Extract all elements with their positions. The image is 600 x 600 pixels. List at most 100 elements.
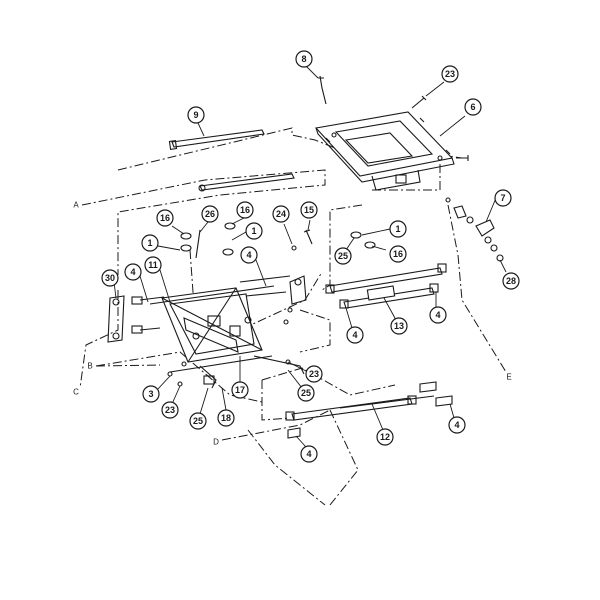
ref-letter-d: D [213, 438, 219, 447]
callout-15: 15 [300, 201, 318, 219]
svg-text:16: 16 [393, 249, 403, 259]
link-part-26 [195, 229, 201, 259]
fitting-part-7 [445, 197, 504, 262]
svg-text:4: 4 [130, 267, 135, 277]
lever-right [289, 275, 307, 305]
lever-part-30 [107, 295, 125, 343]
ref-letter-a: A [73, 201, 79, 210]
callout-16-left: 16 [156, 209, 174, 227]
callout-6: 6 [464, 98, 482, 116]
pin-part-24 [291, 245, 297, 251]
callout-25-lower: 25 [189, 412, 207, 430]
callout-30: 30 [101, 269, 119, 287]
callout-23-lower: 23 [161, 401, 179, 419]
ref-letter-c: C [73, 388, 79, 397]
pin-part-15 [303, 229, 313, 245]
svg-text:4: 4 [454, 420, 459, 430]
svg-text:15: 15 [304, 205, 314, 215]
callout-1-mid: 1 [245, 222, 263, 240]
phantom-line-a [81, 169, 326, 275]
svg-text:30: 30 [105, 273, 115, 283]
svg-text:25: 25 [301, 388, 311, 398]
svg-text:4: 4 [306, 449, 311, 459]
svg-text:16: 16 [160, 213, 170, 223]
callout-4-far-right: 4 [429, 306, 447, 324]
callout-26: 26 [201, 205, 219, 223]
svg-text:4: 4 [352, 330, 357, 340]
callout-4-lower-right: 4 [448, 416, 466, 434]
scissor-assembly [131, 275, 305, 389]
svg-text:16: 16 [240, 205, 250, 215]
callout-1-right: 1 [389, 220, 407, 238]
ref-letter-e: E [506, 373, 511, 382]
callout-4-upper-left: 4 [124, 263, 142, 281]
callout-4-lower-mid: 4 [300, 445, 318, 463]
phantom-line-e [447, 204, 507, 373]
svg-text:23: 23 [309, 369, 319, 379]
svg-text:23: 23 [165, 405, 175, 415]
svg-text:23: 23 [445, 69, 455, 79]
svg-text:17: 17 [235, 385, 245, 395]
phantom-line-left-stack [79, 290, 119, 389]
callout-24: 24 [272, 205, 290, 223]
svg-text:24: 24 [276, 209, 286, 219]
callout-16-right: 16 [389, 245, 407, 263]
svg-text:9: 9 [193, 110, 198, 120]
svg-text:25: 25 [338, 251, 348, 261]
svg-text:7: 7 [500, 193, 505, 203]
rod-part-13 [339, 283, 439, 309]
svg-text:13: 13 [394, 321, 404, 331]
bolt-part-8 [318, 75, 327, 105]
svg-text:1: 1 [395, 224, 400, 234]
svg-text:4: 4 [435, 310, 440, 320]
svg-text:18: 18 [221, 413, 231, 423]
svg-text:6: 6 [470, 102, 475, 112]
svg-text:12: 12 [380, 432, 390, 442]
callout-3: 3 [142, 385, 160, 403]
phantom-line-b [95, 351, 263, 403]
shaft-part-9 [168, 129, 265, 150]
ref-letter-b: B [87, 362, 92, 371]
mounting-plate-part-6 [314, 111, 455, 191]
rod-part-12 [285, 381, 453, 439]
callout-4-upper-mid: 4 [240, 246, 258, 264]
callout-16-mid: 16 [236, 201, 254, 219]
svg-text:28: 28 [506, 276, 516, 286]
plate-fastener [456, 155, 469, 161]
washers-part-16 [180, 222, 376, 256]
callout-leaders [113, 65, 507, 448]
rod-upper-right [325, 263, 447, 294]
callout-23-top: 23 [441, 65, 459, 83]
reference-letters: A B C D E [73, 201, 512, 447]
callout-8: 8 [295, 50, 313, 68]
callout-18: 18 [217, 409, 235, 427]
svg-text:8: 8 [301, 54, 306, 64]
callout-7: 7 [494, 189, 512, 207]
bolt-part-23-top [411, 95, 427, 109]
parts [107, 75, 504, 439]
svg-text:26: 26 [205, 209, 215, 219]
callout-25-right: 25 [334, 247, 352, 265]
phantom-line-lower-link [261, 367, 396, 421]
callouts: 8 23 9 6 7 16 26 16 24 15 1 1 1 25 16 28… [101, 50, 520, 463]
callout-12: 12 [376, 428, 394, 446]
callout-4-mid-right: 4 [346, 326, 364, 344]
svg-text:11: 11 [148, 260, 158, 270]
svg-text:25: 25 [193, 416, 203, 426]
callout-28: 28 [502, 272, 520, 290]
svg-text:3: 3 [148, 389, 153, 399]
callout-1-left: 1 [141, 234, 159, 252]
shaft-a [198, 173, 295, 192]
callout-9: 9 [187, 106, 205, 124]
callout-13: 13 [390, 317, 408, 335]
phantom-line-d [221, 409, 359, 506]
svg-text:1: 1 [251, 226, 256, 236]
svg-text:4: 4 [246, 250, 251, 260]
callout-11: 11 [144, 256, 162, 274]
callout-25-mid: 25 [297, 384, 315, 402]
svg-text:1: 1 [147, 238, 152, 248]
lower-fasteners [167, 307, 293, 387]
callout-23-mid: 23 [305, 365, 323, 383]
callout-17: 17 [231, 381, 249, 399]
